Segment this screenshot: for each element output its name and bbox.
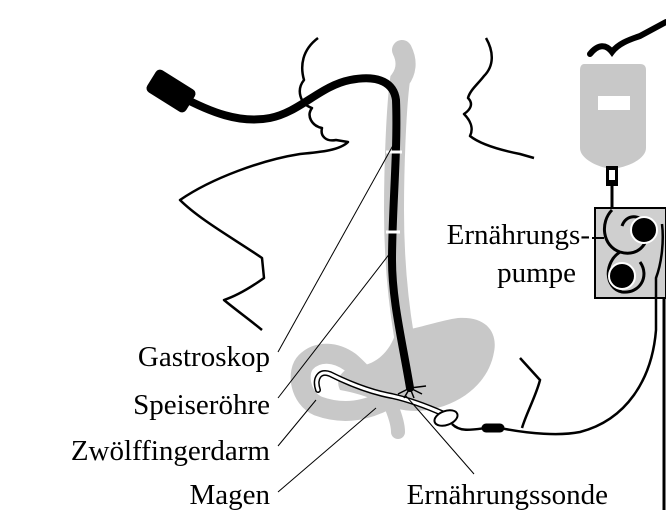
pump-roller-bottom — [609, 263, 635, 289]
leader-ernaehrungssonde — [406, 396, 474, 474]
leader-zwoelffingerdarm — [278, 400, 316, 446]
label-speiseroehre: Speiseröhre — [133, 389, 270, 421]
feeding-bag-label — [598, 96, 630, 110]
duodenum-tail — [392, 408, 398, 432]
patient-body-outline — [180, 38, 348, 330]
doctor-face-outline — [464, 38, 534, 158]
hanger-hook — [590, 22, 666, 54]
feeding-bag — [580, 64, 646, 168]
pump-roller-top — [631, 217, 657, 243]
label-gastroskop: Gastroskop — [138, 341, 270, 373]
tube-connector-link — [452, 424, 486, 430]
label-ernaehrungssonde: Ernährungssonde — [407, 479, 608, 510]
label-zwoelffingerdarm: Zwölffingerdarm — [71, 435, 271, 467]
gastroscope-handle — [145, 68, 198, 114]
leader-gastroskop — [278, 140, 396, 352]
doctor-shoulder-outline — [520, 358, 540, 428]
label-pumpe-line2: pumpe — [497, 257, 576, 289]
leader-magen — [278, 408, 376, 492]
drip-chamber-window — [609, 170, 615, 180]
label-magen: Magen — [189, 479, 270, 510]
label-pumpe-line1: Ernährungs- — [447, 219, 590, 251]
